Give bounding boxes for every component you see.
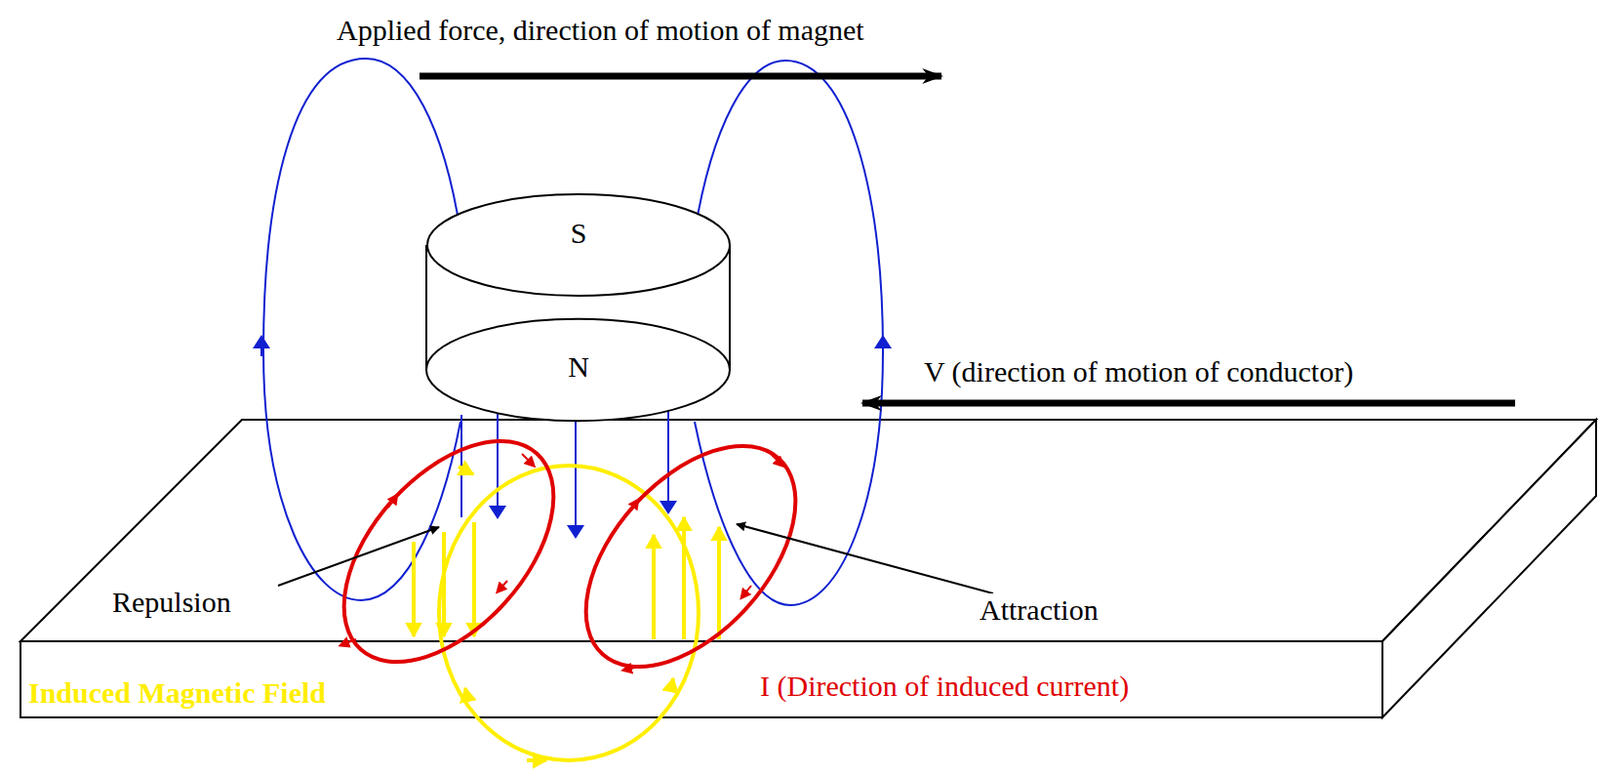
text-label: Induced Magnetic Field — [26, 676, 328, 709]
induced-field-lines — [413, 465, 720, 760]
magnet-cylinder — [426, 194, 730, 421]
magnet-field-lines — [261, 58, 883, 605]
leader-lines — [278, 523, 994, 594]
direction-arrows — [419, 76, 1516, 403]
text-label: V (direction of motion of conductor) — [921, 355, 1356, 388]
text-label: Attraction — [977, 593, 1101, 626]
text-label: I (Direction of induced current) — [758, 669, 1131, 702]
text-label: Repulsion — [110, 585, 234, 618]
text-label: Applied force, direction of motion of ma… — [334, 13, 867, 46]
pole-label: S — [570, 218, 588, 248]
induced-current-loops — [304, 401, 837, 705]
pole-label: N — [567, 352, 590, 382]
conductor-plate — [20, 419, 1597, 718]
magnet-body: SN — [426, 194, 730, 421]
